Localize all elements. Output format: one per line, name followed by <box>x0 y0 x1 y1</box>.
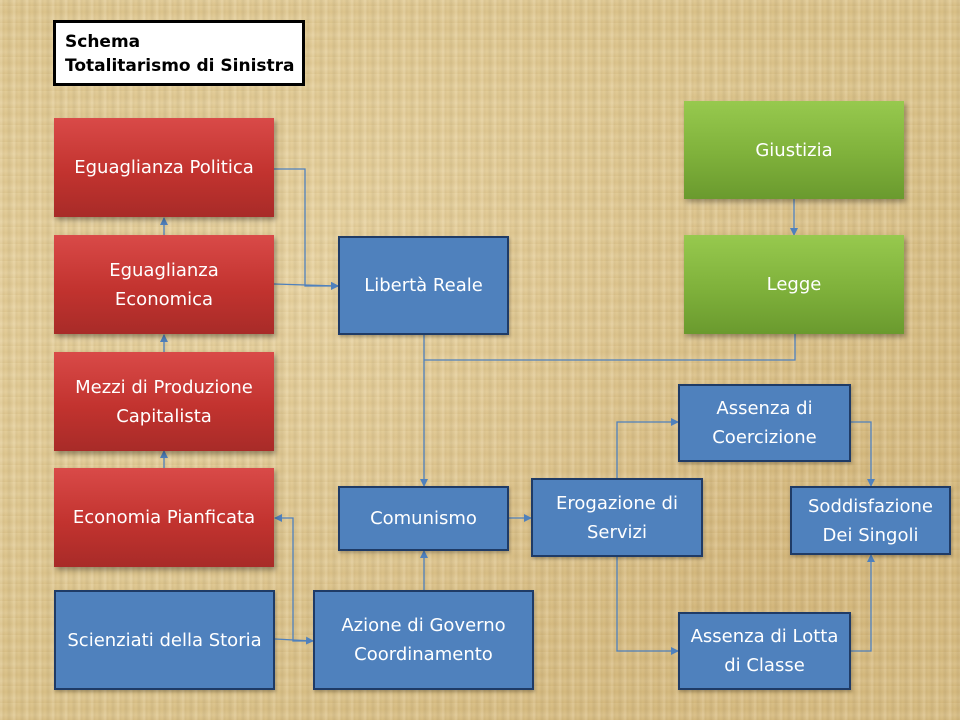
node-erogazione-di-servizi: Erogazione di Servizi <box>531 478 703 557</box>
node-soddisfazione-dei-singoli: Soddisfazione Dei Singoli <box>790 486 951 555</box>
node-label: Azione di Governo Coordinamento <box>341 615 506 665</box>
node-mezzi-di-produzione: Mezzi di Produzione Capitalista <box>54 352 274 451</box>
connector-legge-to-junction <box>424 334 796 361</box>
node-assenza-di-coercizione: Assenza di Coercizione <box>678 384 851 462</box>
node-label: Legge <box>766 274 822 295</box>
node-label: Comunismo <box>370 508 477 529</box>
title-line-1: Schema <box>65 32 141 52</box>
node-assenza-di-lotta-di-classe: Assenza di Lotta di Classe <box>678 612 851 690</box>
connector-eco-to-liberta <box>273 281 339 290</box>
node-label: Giustizia <box>755 139 833 161</box>
connector-erogazione-to-coercizione <box>616 418 679 478</box>
node-label: Eguaglianza Economica <box>109 259 219 310</box>
node-label: Assenza di Lotta di Classe <box>690 626 839 676</box>
node-eguaglianza-economica: Eguaglianza Economica <box>54 235 274 334</box>
node-label: Mezzi di Produzione Capitalista <box>75 376 253 427</box>
diagram-title: Schema Totalitarismo di Sinistra <box>53 20 305 86</box>
node-label: Soddisfazione Dei Singoli <box>808 495 933 546</box>
node-label: Eguaglianza Politica <box>74 157 254 178</box>
node-scienziati-della-storia: Scienziati della Storia <box>54 590 275 690</box>
node-label: Erogazione di Servizi <box>556 492 678 543</box>
node-label: Libertà Reale <box>364 275 483 296</box>
connector-erogazione-to-lotta <box>616 557 679 655</box>
node-eguaglianza-politica: Eguaglianza Politica <box>54 118 274 217</box>
node-giustizia: Giustizia <box>684 101 904 199</box>
connector-coercizione-to-soddisfazione <box>851 421 875 487</box>
node-economia-pianificata: Economia Pianficata <box>54 468 274 567</box>
node-comunismo: Comunismo <box>338 486 509 551</box>
connector-lotta-to-soddisfazione <box>851 554 875 652</box>
node-label: Scienziati della Storia <box>67 629 262 651</box>
node-azione-di-governo: Azione di Governo Coordinamento <box>313 590 534 690</box>
title-line-2: Totalitarismo di Sinistra <box>65 56 295 76</box>
connector-azione-to-pianificata <box>274 514 313 642</box>
node-label: Economia Pianficata <box>72 507 256 528</box>
node-legge: Legge <box>684 235 904 334</box>
node-label: Assenza di Coercizione <box>712 398 817 448</box>
connector-pol-to-liberta <box>274 168 339 290</box>
node-liberta-reale: Libertà Reale <box>338 236 509 335</box>
